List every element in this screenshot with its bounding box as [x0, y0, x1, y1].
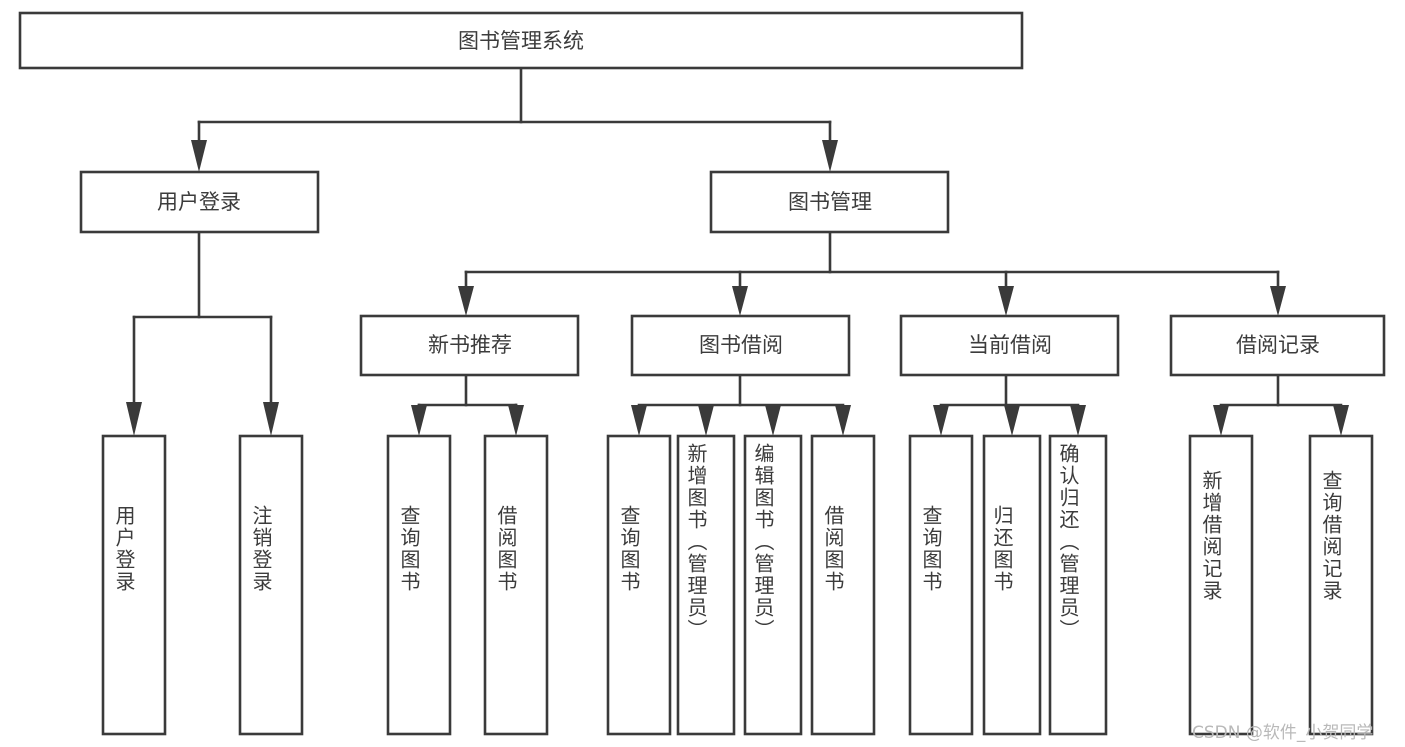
- connector-group-new-book-recommend: [411, 373, 524, 436]
- arrow-head-leaf-query-borrow-record: [1333, 405, 1349, 436]
- connector-group-book-management: [458, 230, 1286, 316]
- arrow-head-user-login: [191, 140, 207, 172]
- arrow-head-book-borrow: [732, 286, 748, 316]
- node-borrow-record-rect[interactable]: [1169, 314, 1386, 377]
- node-leaf-query-borrow-record[interactable]: [1308, 434, 1374, 736]
- csdn-watermark: CSDN @软件_小贺同学: [1192, 723, 1374, 743]
- node-book-borrow-rect[interactable]: [630, 314, 851, 377]
- arrow-head-borrow-record: [1270, 286, 1286, 316]
- arrow-head-leaf-return-book: [1004, 405, 1020, 436]
- arrow-head-leaf-add-borrow-record: [1213, 405, 1229, 436]
- arrow-head-leaf-query-book-current: [933, 405, 949, 436]
- node-leaf-query-book-recommend[interactable]: [386, 434, 452, 736]
- node-user-login-rect[interactable]: [79, 170, 320, 234]
- arrow-head-leaf-query-book-borrow: [631, 405, 647, 436]
- node-new-book-recommend[interactable]: 新书推荐: [359, 314, 580, 377]
- node-current-borrow[interactable]: 当前借阅: [899, 314, 1120, 377]
- node-book-management-rect[interactable]: [709, 170, 950, 234]
- node-leaf-add-book[interactable]: [676, 434, 736, 736]
- node-leaf-borrow-book-rect[interactable]: [810, 434, 876, 736]
- arrow-head-current-borrow: [998, 286, 1014, 316]
- arrow-head-new-book-recommend: [458, 286, 474, 316]
- arrow-head-leaf-borrow-book: [835, 405, 851, 436]
- node-leaf-return-book-rect[interactable]: [982, 434, 1042, 736]
- arrow-head-leaf-logout: [263, 402, 279, 436]
- arrow-head-leaf-confirm-return: [1070, 405, 1086, 436]
- node-leaf-query-book-borrow-rect[interactable]: [606, 434, 672, 736]
- node-root[interactable]: 图书管理系统: [18, 11, 1024, 70]
- connector-group-user-login: [126, 230, 279, 436]
- node-leaf-query-book-current[interactable]: [908, 434, 974, 736]
- node-book-borrow-label: 图书借阅: [699, 333, 783, 357]
- node-book-management-label: 图书管理: [788, 190, 872, 214]
- arrow-head-leaf-add-book: [698, 405, 714, 436]
- arrow-head-leaf-query-book-recommend: [411, 405, 427, 436]
- node-leaf-query-book-recommend-rect[interactable]: [386, 434, 452, 736]
- node-leaf-edit-book-rect[interactable]: [743, 434, 803, 736]
- node-leaf-user-login-rect[interactable]: [101, 434, 167, 736]
- node-user-login-label: 用户登录: [157, 190, 241, 214]
- node-leaf-confirm-return-rect[interactable]: [1048, 434, 1108, 736]
- node-leaf-query-borrow-record-rect[interactable]: [1308, 434, 1374, 736]
- arrow-head-book-management: [822, 140, 838, 172]
- node-new-book-recommend-label: 新书推荐: [428, 333, 512, 357]
- node-new-book-recommend-rect[interactable]: [359, 314, 580, 377]
- node-root-rect[interactable]: [18, 11, 1024, 70]
- node-leaf-logout-rect[interactable]: [238, 434, 304, 736]
- connector-group-borrow-record: [1213, 373, 1349, 436]
- node-leaf-logout[interactable]: [238, 434, 304, 736]
- node-borrow-record[interactable]: 借阅记录: [1169, 314, 1386, 377]
- node-leaf-add-book-rect[interactable]: [676, 434, 736, 736]
- node-leaf-borrow-book[interactable]: [810, 434, 876, 736]
- connector-group-current-borrow: [933, 373, 1086, 436]
- node-leaf-query-book-current-rect[interactable]: [908, 434, 974, 736]
- node-current-borrow-label: 当前借阅: [968, 333, 1052, 357]
- node-leaf-edit-book[interactable]: [743, 434, 803, 736]
- arrow-head-leaf-borrow-book-recommend: [508, 405, 524, 436]
- node-user-login[interactable]: 用户登录: [79, 170, 320, 234]
- node-current-borrow-rect[interactable]: [899, 314, 1120, 377]
- node-leaf-borrow-book-recommend[interactable]: [483, 434, 549, 736]
- arrow-head-leaf-user-login: [126, 402, 142, 436]
- connector-group-book-borrow: [631, 373, 851, 436]
- node-book-borrow[interactable]: 图书借阅: [630, 314, 851, 377]
- node-leaf-query-book-borrow[interactable]: [606, 434, 672, 736]
- node-leaf-confirm-return[interactable]: [1048, 434, 1108, 736]
- node-leaf-add-borrow-record[interactable]: [1188, 434, 1254, 736]
- arrow-head-leaf-edit-book: [765, 405, 781, 436]
- node-leaf-user-login[interactable]: [101, 434, 167, 736]
- node-borrow-record-label: 借阅记录: [1236, 333, 1320, 357]
- connector-group-root: [191, 66, 838, 172]
- node-leaf-add-borrow-record-rect[interactable]: [1188, 434, 1254, 736]
- node-root-label: 图书管理系统: [458, 29, 584, 53]
- node-leaf-borrow-book-recommend-rect[interactable]: [483, 434, 549, 736]
- node-leaf-return-book[interactable]: [982, 434, 1042, 736]
- node-book-management[interactable]: 图书管理: [709, 170, 950, 234]
